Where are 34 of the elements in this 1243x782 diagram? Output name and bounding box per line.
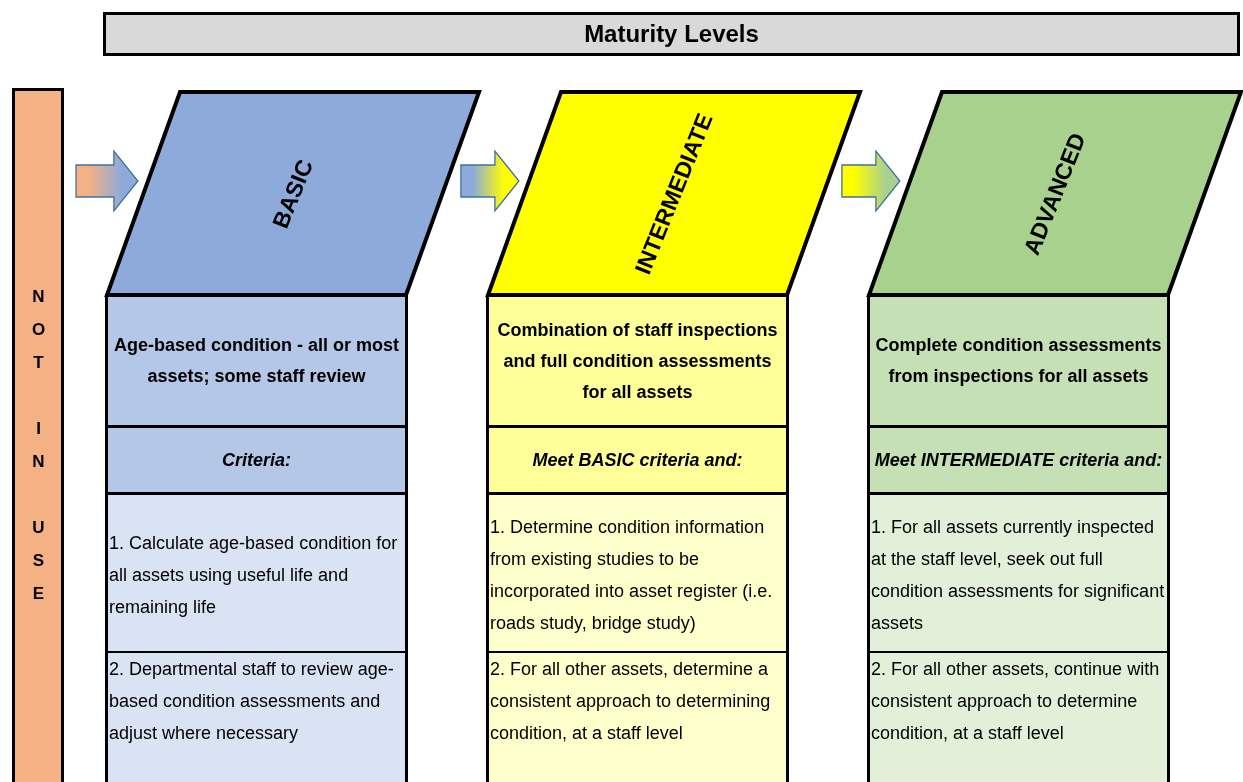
- criterion-panel: [486, 492, 789, 654]
- level-parallelogram: [486, 90, 862, 297]
- description-panel: [867, 294, 1170, 428]
- criterion-text: 1. Determine condition information from existing studies to be incorporated into asset register (i.e. roads study, bridge study): [489, 515, 774, 635]
- criterion-panel: [867, 492, 1170, 654]
- criterion-text: 1. Calculate age-based condition for all assets using useful life and remaining life: [108, 531, 399, 619]
- level-parallelogram: [105, 90, 481, 297]
- description-panel: [486, 294, 789, 428]
- title-text: Maturity Levels: [584, 20, 759, 48]
- description-text: Complete condition assessments from inspections for all assets: [874, 334, 1163, 388]
- criteria-header-panel: [867, 425, 1170, 495]
- block-arrow: [460, 149, 520, 213]
- criterion-text: 2. Departmental staff to review age-based condition assessments and adjust where necessary: [108, 658, 395, 745]
- criterion-panel: [486, 651, 789, 782]
- criteria-heading: Meet INTERMEDIATE criteria and:: [873, 448, 1164, 472]
- criterion-text: 1. For all assets currently inspected at the staff level, seek out full condition assessments for significant assets: [870, 515, 1166, 635]
- criteria-heading: Criteria:: [221, 448, 292, 472]
- description-panel: [105, 294, 408, 428]
- criterion-panel: [105, 492, 408, 654]
- criterion-text: 2. For all other assets, continue with consistent approach to determine condition, at a staff level: [870, 658, 1161, 745]
- criterion-panel: [105, 651, 408, 782]
- title-banner: [103, 12, 1240, 56]
- block-arrow: [841, 149, 901, 213]
- status-bar: [12, 88, 64, 782]
- level-parallelogram: [867, 90, 1243, 297]
- criteria-heading: Meet BASIC criteria and:: [531, 448, 744, 472]
- criteria-header-panel: [486, 425, 789, 495]
- criterion-text: 2. For all other assets, determine a consistent approach to determining condition, at a staff level: [489, 658, 772, 745]
- block-arrow: [75, 149, 139, 213]
- description-text: Combination of staff inspections and full condition assessments for all assets: [496, 318, 779, 404]
- description-text: Age-based condition - all or most assets; some staff review: [113, 334, 400, 388]
- vertical-label: NOT IN USE: [28, 287, 48, 617]
- criterion-panel: [867, 651, 1170, 782]
- criteria-header-panel: [105, 425, 408, 495]
